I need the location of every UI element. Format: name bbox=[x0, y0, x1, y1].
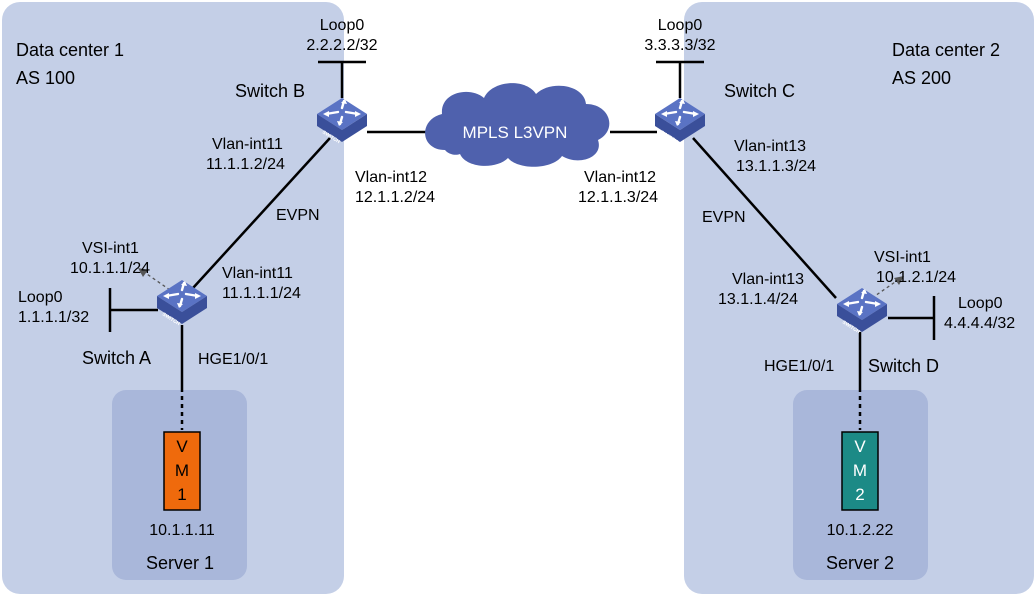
vm2-label-m: M bbox=[853, 461, 867, 480]
switch-d-loop-ip: 4.4.4.4/32 bbox=[944, 315, 1015, 332]
switch-a-name: Switch A bbox=[82, 348, 151, 368]
vsi-arrowhead-a bbox=[138, 268, 148, 277]
switch-d-port: HGE1/0/1 bbox=[764, 358, 834, 375]
server-1-name: Server 1 bbox=[146, 553, 214, 573]
switch-c-vlan12-ip: 12.1.1.3/24 bbox=[578, 189, 658, 206]
cloud-label: MPLS L3VPN bbox=[463, 123, 568, 142]
evpn-left-label: EVPN bbox=[276, 207, 320, 224]
switch-d-loop-label: Loop0 bbox=[958, 295, 1003, 312]
vm1: V M 1 bbox=[163, 431, 201, 511]
dc1-title: Data center 1 bbox=[16, 40, 124, 60]
switch-b-loop-label: Loop0 bbox=[320, 17, 365, 34]
switch-b-vlan12-ip: 12.1.1.2/24 bbox=[355, 189, 435, 206]
switch-a-vsi-label: VSI-int1 bbox=[82, 240, 139, 257]
switch-c-vlan13-label: Vlan-int13 bbox=[734, 138, 806, 155]
links bbox=[108, 60, 936, 388]
vsi-arrowhead-d bbox=[894, 276, 904, 285]
vm1-ip: 10.1.1.11 bbox=[149, 522, 215, 539]
switch-a-port: HGE1/0/1 bbox=[198, 351, 268, 368]
link-c-d-evpn bbox=[692, 137, 837, 299]
link-b-a-evpn bbox=[192, 137, 331, 289]
switch-c-vlan12-label: Vlan-int12 bbox=[584, 169, 656, 186]
switch-d-vlan13-label: Vlan-int13 bbox=[732, 271, 804, 288]
dc2-title: Data center 2 bbox=[892, 40, 1000, 60]
vsi-arrow-a bbox=[143, 271, 171, 291]
switch-d-name: Switch D bbox=[868, 356, 939, 376]
dc1-as: AS 100 bbox=[16, 68, 75, 88]
switch-a-vlan11-ip: 11.1.1.1/24 bbox=[222, 285, 301, 302]
switch-d-vsi-label: VSI-int1 bbox=[874, 249, 931, 266]
server-2-name: Server 2 bbox=[826, 553, 894, 573]
vm1-label-num: 1 bbox=[177, 485, 186, 504]
switch-c-loop-ip: 3.3.3.3/32 bbox=[644, 37, 715, 54]
switch-c-loop-label: Loop0 bbox=[658, 17, 703, 34]
switch-a-vsi-ip: 10.1.1.1/24 bbox=[70, 260, 150, 277]
vm2-ip: 10.1.2.22 bbox=[827, 522, 894, 539]
switch-b-vlan12-label: Vlan-int12 bbox=[355, 169, 427, 186]
switch-b-vlan11-ip: 11.1.1.2/24 bbox=[206, 156, 285, 173]
switch-b-vlan11-label: Vlan-int11 bbox=[212, 136, 283, 153]
mpls-l3vpn-cloud: MPLS L3VPN bbox=[425, 83, 610, 167]
vm2-label-v: V bbox=[854, 437, 866, 456]
vm1-label-v: V bbox=[176, 437, 188, 456]
switch-a-loop-ip: 1.1.1.1/32 bbox=[18, 309, 89, 326]
switch-c-name: Switch C bbox=[724, 81, 795, 101]
vsi-arrow-d bbox=[871, 279, 899, 299]
dc2-as: AS 200 bbox=[892, 68, 951, 88]
switch-d-vlan13-ip: 13.1.1.4/24 bbox=[718, 291, 798, 308]
switch-d-vsi-ip: 10.1.2.1/24 bbox=[876, 269, 956, 286]
switch-b-name: Switch B bbox=[235, 81, 305, 101]
switch-a-loop-label: Loop0 bbox=[18, 289, 63, 306]
vm1-label-m: M bbox=[175, 461, 189, 480]
switch-c-vlan13-ip: 13.1.1.3/24 bbox=[736, 158, 816, 175]
vm2: V M 2 bbox=[841, 431, 879, 511]
switch-b-loop-ip: 2.2.2.2/32 bbox=[306, 37, 377, 54]
evpn-right-label: EVPN bbox=[702, 209, 746, 226]
vm2-label-num: 2 bbox=[855, 485, 864, 504]
switch-a-vlan11-label: Vlan-int11 bbox=[222, 265, 293, 282]
